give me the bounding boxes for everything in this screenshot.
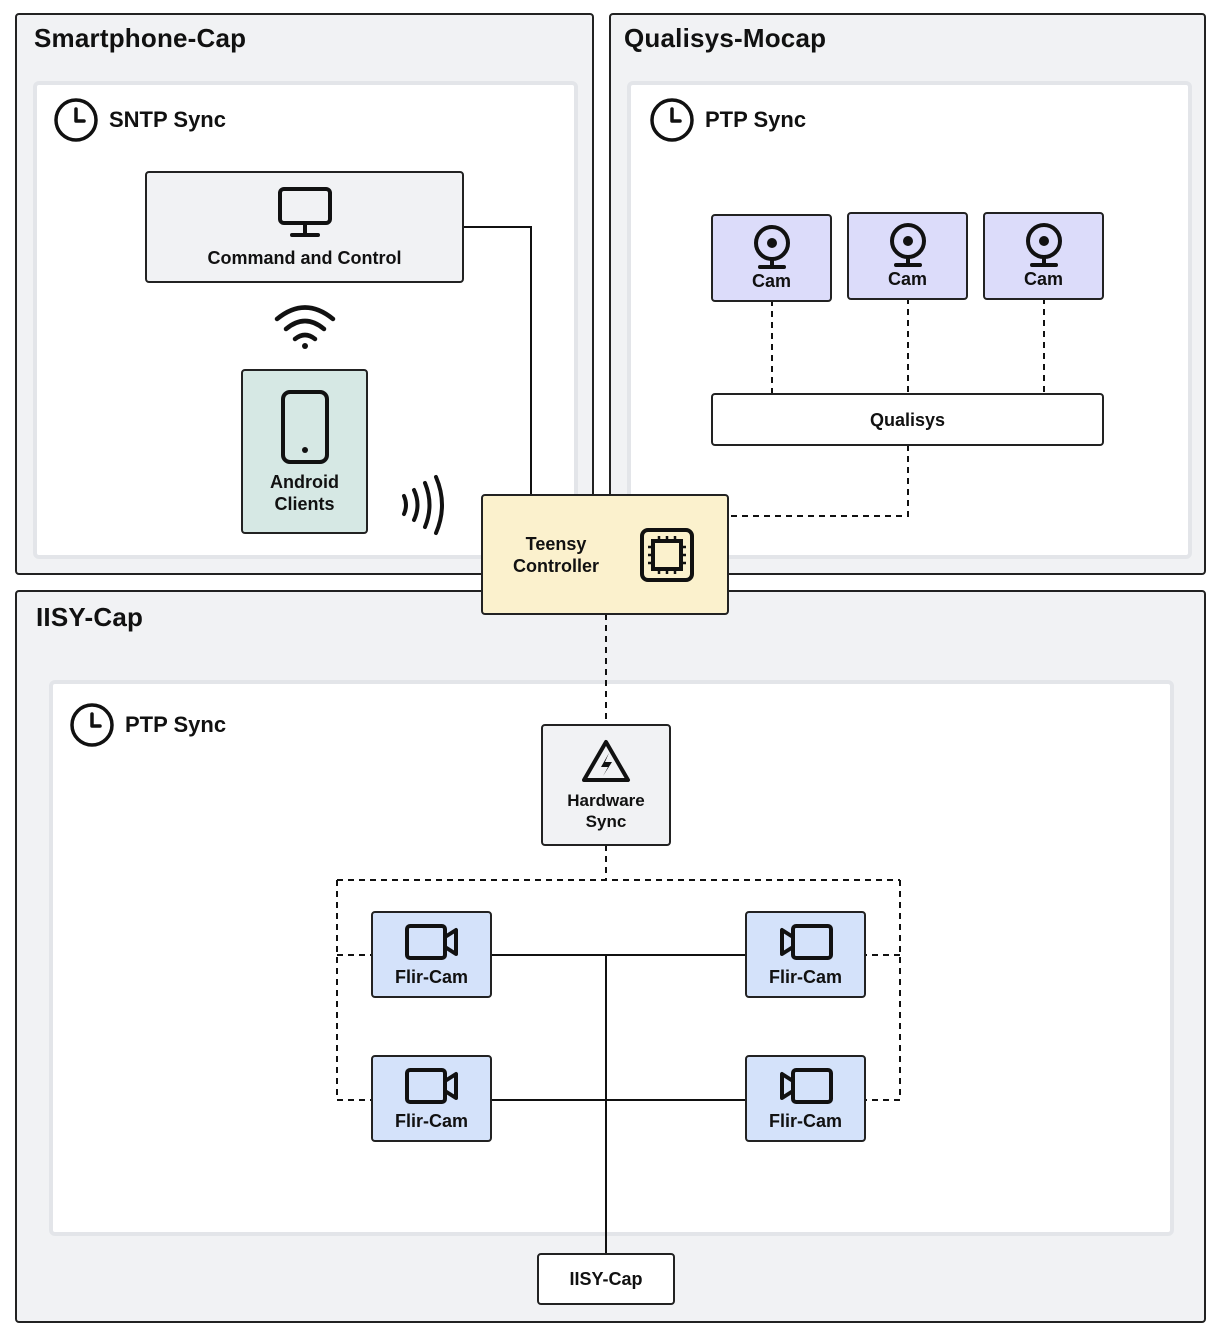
teensy-controller-node[interactable]: Teensy Controller (481, 494, 729, 615)
node-label: Command and Control (207, 248, 402, 268)
signal-waves-icon (402, 475, 444, 535)
android-clients-node[interactable]: Android Clients (241, 369, 368, 534)
hardware-sync-node[interactable]: Hardware Sync (541, 724, 671, 846)
node-label: Flir-Cam (394, 1110, 468, 1131)
node-label-line2: Controller (513, 555, 600, 576)
node-label: Cam (887, 269, 927, 289)
link-qualisys-teensy (728, 445, 909, 517)
node-label-line2: Sync (585, 812, 627, 831)
sync-text: SNTP Sync (109, 107, 226, 132)
group-title: Qualisys-Mocap (624, 23, 827, 53)
node-label: Qualisys (869, 409, 946, 430)
chip-icon (640, 527, 694, 582)
link-command-to-teensy (463, 226, 532, 495)
group-qualisys-mocap: Qualisys-Mocap PTP Sync (609, 13, 1206, 575)
sync-label: PTP Sync (69, 702, 226, 748)
command-and-control-node[interactable]: Command and Control (145, 171, 464, 283)
flir-cam-node[interactable]: Flir-Cam (371, 1055, 492, 1142)
node-label-line2: Clients (274, 493, 335, 514)
cam-node[interactable]: Cam (711, 214, 832, 302)
flir-cam-node[interactable]: Flir-Cam (371, 911, 492, 998)
qualisys-node[interactable]: Qualisys (711, 393, 1104, 446)
webcam-icon (1025, 223, 1062, 267)
node-label-line1: Teensy (525, 533, 587, 554)
wifi-icon (274, 305, 336, 349)
sync-text: PTP Sync (125, 712, 227, 737)
teensy-label: Teensy Controller (513, 533, 599, 577)
node-label: Cam (1023, 269, 1063, 289)
link-left-flirs (336, 880, 372, 1101)
clock-icon (54, 98, 98, 142)
flir-cam-node[interactable]: Flir-Cam (745, 1055, 866, 1142)
clock-icon (650, 98, 694, 142)
group-title: Smartphone-Cap (34, 23, 247, 53)
node-label: Flir-Cam (768, 1110, 842, 1131)
group-title: IISY-Cap (36, 602, 144, 632)
link-right-flirs (865, 880, 901, 1101)
node-label-line1: Hardware (567, 791, 645, 810)
high-voltage-icon (582, 740, 630, 782)
monitor-icon (277, 187, 332, 237)
node-label: IISY-Cap (569, 1269, 643, 1289)
sync-area: PTP Sync (627, 81, 1192, 559)
webcam-icon (753, 225, 790, 269)
sync-text: PTP Sync (705, 107, 807, 132)
flir-cam-node[interactable]: Flir-Cam (745, 911, 866, 998)
smartphone-icon (280, 389, 329, 464)
video-camera-icon (779, 923, 833, 960)
sync-label: PTP Sync (649, 97, 806, 143)
node-label: Cam (751, 271, 791, 291)
node-label-line1: Android (270, 471, 339, 492)
sync-label: SNTP Sync (53, 97, 226, 143)
cam-node[interactable]: Cam (847, 212, 968, 300)
group-iisy-cap: IISY-Cap PTP Sync (15, 590, 1206, 1323)
video-camera-icon (404, 1067, 458, 1104)
iisy-cap-node[interactable]: IISY-Cap (537, 1253, 675, 1305)
node-label: Flir-Cam (394, 966, 468, 987)
video-camera-icon (404, 923, 458, 960)
cam-node[interactable]: Cam (983, 212, 1104, 300)
webcam-icon (889, 223, 926, 267)
clock-icon (70, 703, 114, 747)
video-camera-icon (779, 1067, 833, 1104)
node-label: Flir-Cam (768, 966, 842, 987)
